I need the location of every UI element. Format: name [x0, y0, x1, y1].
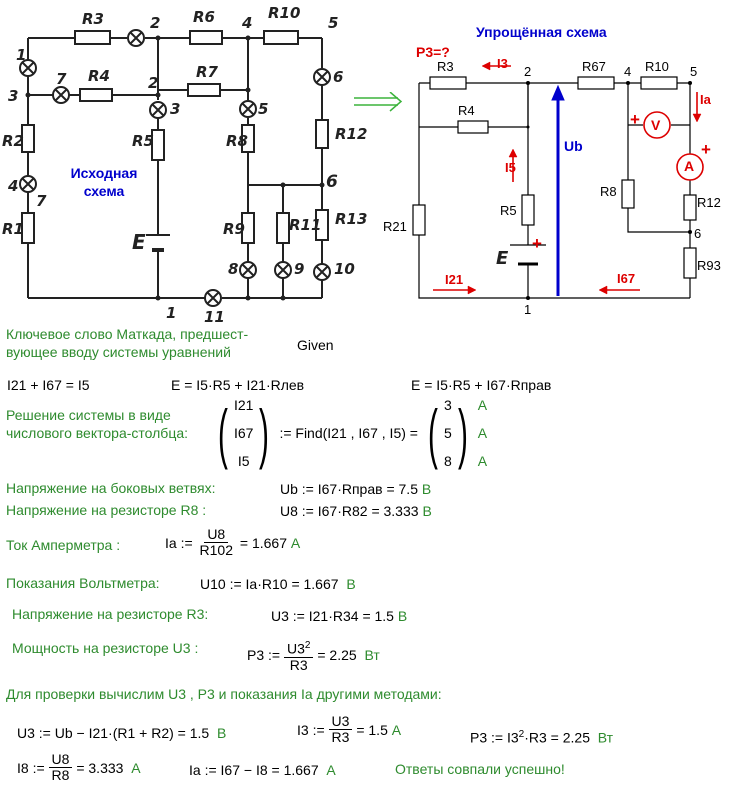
equation-2: E = I5·R5 + I21·Rлев [171, 377, 305, 393]
ammeter-label: A [684, 158, 695, 174]
u10-equation: U10 := Ia·R10 = 1.667 В [200, 576, 356, 592]
ub-label: Ub [564, 138, 583, 154]
orig-label-R13: R13 [335, 210, 368, 228]
ub-note: Напряжение на боковых ветвях: [6, 480, 216, 496]
voltmeter-plus: + [630, 110, 640, 129]
solve-note: Решение системы в виде числового вектора… [6, 407, 189, 441]
u8-note: Напряжение на резисторе R8 : [6, 502, 207, 518]
u10-note: Показания Вольтметра: [6, 575, 160, 591]
battery-plus: + [532, 234, 542, 253]
simp-node-6: 6 [694, 226, 702, 241]
simp-label-R3: R3 [437, 59, 454, 74]
simplified-source-E: E [496, 248, 509, 269]
ammeter-plus: + [701, 140, 711, 159]
orig-label-R7: R7 [196, 63, 218, 81]
orig-label-R9: R9 [223, 220, 245, 238]
simp-label-R12: R12 [697, 195, 721, 210]
equation-3: E = I5·R5 + I67·Rправ [411, 377, 552, 393]
orig-node-6b: 6 [326, 172, 338, 192]
p3-question-label: P3=? [416, 44, 450, 60]
p3-note: Мощность на резисторе U3 : [12, 640, 199, 656]
simp-label-R8: R8 [600, 184, 617, 199]
orig-label-R8: R8 [226, 132, 248, 150]
voltmeter-label: V [651, 117, 661, 133]
ia-label: Ia [700, 92, 711, 107]
orig-node-4: 4 [242, 14, 253, 32]
success-message: Ответы совпали успешно! [395, 761, 565, 777]
simplified-scheme-diagram [412, 61, 704, 300]
orig-node-5: 5 [328, 14, 339, 32]
orig-node-7: 7 [56, 70, 67, 88]
orig-label-R2: R2 [2, 132, 24, 150]
check-ia-equation: Ia := I67 − I8 = 1.667 A [189, 762, 336, 778]
orig-node-4b: 4 [8, 177, 19, 195]
simp-node-2: 2 [524, 64, 532, 79]
orig-node-5b: 5 [258, 100, 269, 118]
equation-1: I21 + I67 = I5 [7, 377, 90, 393]
simp-node-4: 4 [624, 64, 632, 79]
simp-label-R67: R67 [582, 59, 606, 74]
orig-node-6: 6 [333, 68, 344, 86]
simp-label-R21: R21 [383, 219, 407, 234]
orig-label-R10: R10 [268, 4, 301, 22]
check-p3-equation: P3 := I32·R3 = 2.25 Вт [470, 729, 614, 746]
orig-label-E: E [132, 230, 146, 254]
transform-arrow-icon [354, 92, 403, 112]
orig-label-R1: R1 [2, 220, 24, 238]
i3-label: I3 [497, 56, 508, 71]
ia-note: Ток Амперметра : [6, 537, 121, 553]
simp-label-R5: R5 [500, 203, 517, 218]
orig-node-11: 11 [204, 308, 225, 326]
orig-label-R3: R3 [82, 10, 104, 28]
orig-label-R5: R5 [132, 132, 154, 150]
ammeter-icon [676, 153, 704, 181]
u3-equation: U3 := I21·R34 = 1.5 В [271, 608, 408, 624]
simp-node-1: 1 [524, 302, 532, 317]
orig-node-8: 8 [228, 260, 239, 278]
i5-label: I5 [505, 160, 516, 175]
solve-find: := Find(I21 , I67 , I5) = [279, 425, 418, 441]
simp-label-R4: R4 [458, 103, 475, 118]
ub-equation: Ub := I67·Rправ = 7.5 В [280, 481, 432, 497]
simp-label-R93: R93 [697, 258, 721, 273]
orig-node-3: 3 [8, 87, 19, 105]
check-note: Для проверки вычислим U3 , P3 и показани… [6, 686, 442, 702]
orig-node-1: 1 [16, 46, 27, 64]
u8-equation: U8 := I67·R82 = 3.333 В [280, 503, 432, 519]
solve-units: A A A [477, 397, 488, 469]
orig-label-R4: R4 [88, 67, 110, 85]
orig-node-2: 2 [150, 14, 161, 32]
simp-label-R10: R10 [645, 59, 669, 74]
given-keyword: Given [297, 337, 334, 353]
simplified-scheme-title: Упрощённая схема [476, 24, 607, 40]
i67-label: I67 [617, 271, 636, 286]
voltmeter-icon [643, 111, 671, 139]
original-scheme-diagram [19, 29, 331, 307]
u3-note: Напряжение на резисторе R3: [12, 606, 209, 622]
orig-label-R12: R12 [335, 125, 368, 143]
orig-node-7b: 7 [36, 192, 47, 210]
check-u3-equation: U3 := Ub − I21·(R1 + R2) = 1.5 В [17, 725, 227, 741]
solve-block: ( I21 I67 I5 ) := Find(I21 , I67 , I5) =… [218, 396, 488, 470]
orig-node-9: 9 [294, 260, 305, 278]
i21-label: I21 [445, 272, 464, 287]
orig-node-3b: 3 [170, 100, 181, 118]
solve-values-vector: 3 5 8 [443, 397, 452, 469]
original-scheme-label: Исходная схема [70, 165, 138, 199]
orig-node-2b: 2 [148, 74, 159, 92]
orig-node-10: 10 [334, 260, 355, 278]
orig-node-1b: 1 [166, 304, 177, 322]
orig-label-R11: R11 [289, 216, 322, 234]
simp-node-5: 5 [690, 64, 698, 79]
orig-label-R6: R6 [193, 8, 215, 26]
solve-vars-vector: I21 I67 I5 [233, 397, 254, 469]
given-note: Ключевое слово Маткада, предшест- вующее… [6, 326, 249, 360]
